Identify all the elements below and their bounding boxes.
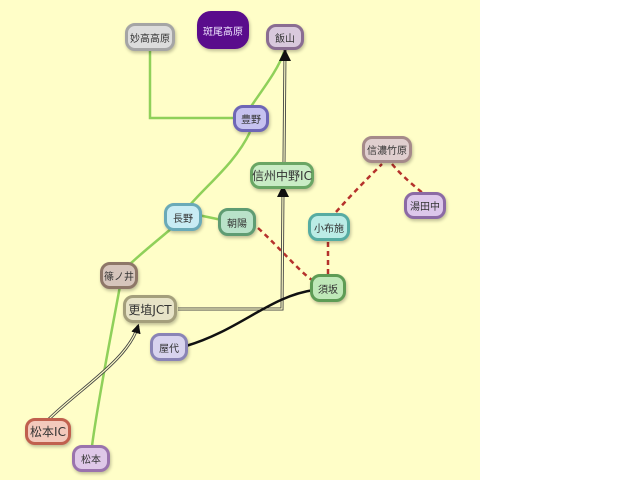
dashed-obuse-shinanotakehara <box>335 163 383 213</box>
node-matsumotoic[interactable]: 松本IC <box>25 418 71 445</box>
expressway-matsumotoic-koshoku <box>46 325 140 422</box>
connection-layer <box>46 49 425 447</box>
node-shinanotakehara[interactable]: 信濃竹原 <box>362 136 412 163</box>
line-shinonoi-matsumoto <box>90 285 122 447</box>
node-koshoku[interactable]: 更埴JCT <box>123 295 177 323</box>
node-suzaka[interactable]: 須坂 <box>310 274 346 302</box>
node-iiyama[interactable]: 飯山 <box>266 24 304 50</box>
node-madarao[interactable]: 斑尾高原 <box>197 11 249 49</box>
node-shinshunakano[interactable]: 信州中野IC <box>250 162 314 189</box>
line-myoko-toyono <box>148 50 236 120</box>
dashed-shinanotakehara-yudanaka <box>391 163 425 195</box>
dashed-asahi-suzaka <box>257 227 313 282</box>
node-yashiro[interactable]: 屋代 <box>150 333 188 361</box>
line-nagano-shinonoi <box>127 227 173 267</box>
node-toyono[interactable]: 豊野 <box>233 105 269 132</box>
node-nagano[interactable]: 長野 <box>164 203 202 231</box>
node-asahi[interactable]: 朝陽 <box>218 208 256 236</box>
line-toyono-nagano <box>189 131 252 206</box>
line-yashiro-suzaka <box>185 288 315 348</box>
diagram-canvas: 妙高高原 斑尾高原 飯山 豊野 信濃竹原 信州中野IC 湯田中 長野 朝陽 小布… <box>0 0 480 480</box>
node-matsumoto[interactable]: 松本 <box>72 445 110 472</box>
node-yudanaka[interactable]: 湯田中 <box>404 192 446 219</box>
node-myoko[interactable]: 妙高高原 <box>125 23 175 51</box>
node-shinonoi[interactable]: 篠ノ井 <box>100 262 138 289</box>
line-toyono-iiyama <box>248 51 286 109</box>
node-obuse[interactable]: 小布施 <box>308 213 350 241</box>
